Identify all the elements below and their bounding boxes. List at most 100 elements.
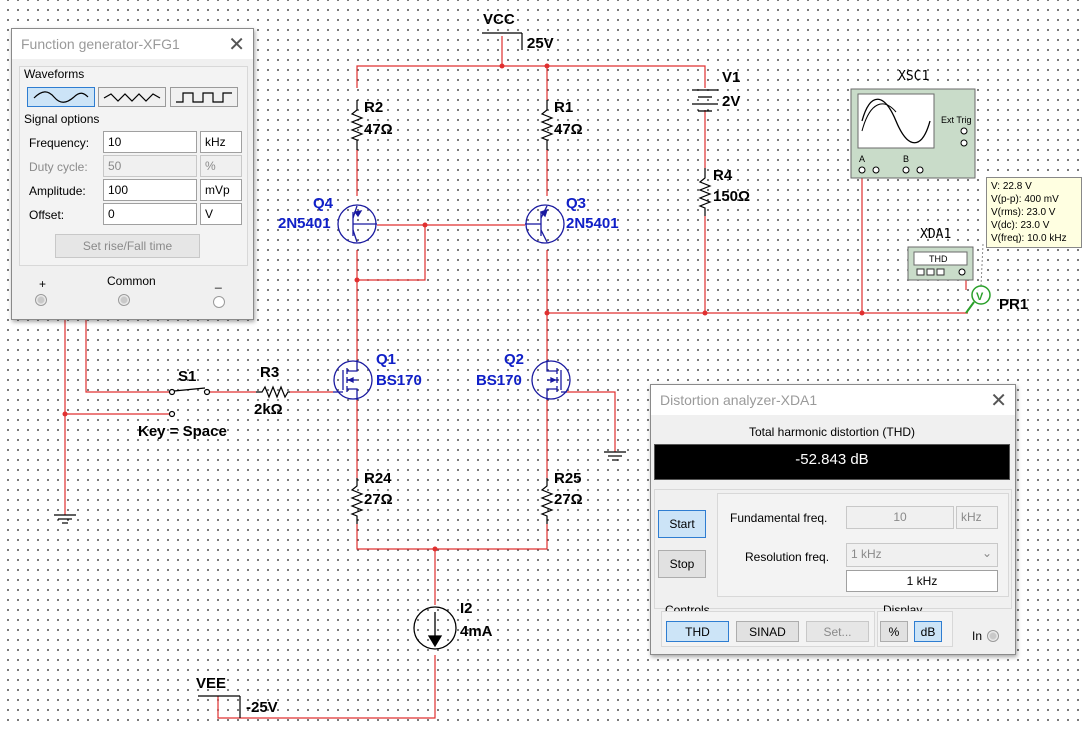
- fg-title-bar[interactable]: Function generator-XFG1 ✕: [12, 29, 253, 59]
- triangle-wave-button[interactable]: [98, 87, 166, 107]
- probe-icon[interactable]: V: [965, 243, 991, 314]
- fundamental-freq-unit[interactable]: kHz: [956, 506, 998, 529]
- input-terminal-label: In: [972, 629, 983, 643]
- s1-switch[interactable]: [168, 387, 211, 418]
- xsc1-oscilloscope[interactable]: [850, 88, 976, 179]
- sinad-mode-button[interactable]: SINAD: [736, 621, 799, 642]
- xsc1-channel-a: A: [859, 154, 865, 164]
- i2-value: 4mA: [460, 623, 493, 640]
- r4-name: R4: [713, 167, 733, 184]
- q1-model: BS170: [376, 372, 422, 389]
- r25-name: R25: [554, 470, 582, 487]
- resolution-freq-selected: 1 kHz: [851, 547, 882, 561]
- square-wave-icon: [176, 92, 232, 103]
- chevron-down-icon[interactable]: ⌄: [981, 546, 992, 560]
- resolution-freq-label: Resolution freq.: [745, 550, 830, 564]
- minus-terminal-label: _: [215, 275, 222, 289]
- offset-field[interactable]: 0: [103, 203, 197, 225]
- q3-model: 2N5401: [566, 215, 619, 232]
- r3-name: R3: [260, 364, 279, 381]
- set-rise-fall-button[interactable]: Set rise/Fall time: [55, 234, 200, 258]
- r2-name: R2: [364, 99, 383, 116]
- junction-dots: [62, 63, 865, 552]
- fg-title: Function generator-XFG1: [21, 36, 180, 52]
- vcc-symbol[interactable]: [482, 32, 523, 50]
- svg-text:V: V: [976, 291, 984, 303]
- amplitude-unit[interactable]: mVp: [200, 179, 242, 201]
- q4-name: Q4: [313, 195, 334, 212]
- da-title: Distortion analyzer-XDA1: [660, 392, 818, 408]
- duty-cycle-field[interactable]: 50: [103, 155, 197, 177]
- close-icon[interactable]: ✕: [228, 33, 245, 56]
- offset-unit[interactable]: V: [200, 203, 242, 225]
- function-generator-window[interactable]: Function generator-XFG1 ✕ Waveforms Sign…: [11, 28, 254, 320]
- duty-cycle-unit[interactable]: %: [200, 155, 242, 177]
- distortion-analyzer-window[interactable]: Distortion analyzer-XDA1 ✕ Total harmoni…: [650, 384, 1016, 655]
- square-wave-button[interactable]: [170, 87, 238, 107]
- q1-mosfet[interactable]: [333, 360, 373, 400]
- probe-name: PR1: [999, 296, 1028, 313]
- xda1-distortion-analyzer[interactable]: [907, 246, 974, 281]
- amplitude-field[interactable]: 100: [103, 179, 197, 201]
- q2-mosfet[interactable]: [531, 360, 571, 400]
- start-button[interactable]: Start: [658, 510, 706, 538]
- probe-tooltip: V: 22.8 V V(p-p): 400 mV V(rms): 23.0 V …: [986, 177, 1082, 248]
- r4-resistor[interactable]: [698, 168, 712, 216]
- vee-label: VEE: [196, 675, 226, 692]
- thd-mode-button[interactable]: THD: [666, 621, 729, 642]
- r1-resistor[interactable]: [540, 100, 554, 150]
- resolution-freq-value: 1 kHz: [846, 570, 998, 592]
- stop-button[interactable]: Stop: [658, 550, 706, 578]
- input-terminal[interactable]: [987, 630, 999, 642]
- r24-resistor[interactable]: [350, 478, 364, 524]
- resolution-freq-select[interactable]: 1 kHz ⌄: [846, 543, 998, 567]
- plus-terminal[interactable]: [35, 294, 47, 306]
- sine-wave-button[interactable]: [27, 87, 95, 107]
- xsc1-name: XSC1: [898, 69, 929, 84]
- fundamental-freq-field[interactable]: 10: [846, 506, 954, 529]
- probe-tooltip-line: V(rms): 23.0 V: [991, 207, 1056, 218]
- r4-value: 150Ω: [713, 188, 750, 205]
- r25-resistor[interactable]: [540, 478, 554, 524]
- probe-tooltip-line: V(dc): 23.0 V: [991, 220, 1050, 231]
- r3-value: 2kΩ: [254, 401, 283, 418]
- r24-value: 27Ω: [364, 491, 393, 508]
- i2-current-source[interactable]: [413, 606, 457, 650]
- set-button[interactable]: Set...: [806, 621, 869, 642]
- frequency-label: Frequency:: [29, 136, 90, 150]
- common-terminal-label: Common: [107, 274, 156, 288]
- vee-symbol[interactable]: [198, 695, 241, 718]
- xsc1-ext-trig: Ext Trig: [941, 115, 972, 125]
- da-title-bar[interactable]: Distortion analyzer-XDA1 ✕: [651, 385, 1015, 415]
- q4-transistor[interactable]: [337, 204, 377, 244]
- q4-model: 2N5401: [278, 215, 331, 232]
- xsc1-channel-b: B: [903, 154, 909, 164]
- ground-icon: [54, 514, 76, 524]
- thd-header: Total harmonic distortion (THD): [748, 425, 916, 439]
- minus-terminal[interactable]: [213, 296, 225, 308]
- i2-name: I2: [460, 600, 473, 617]
- wires: [64, 36, 968, 719]
- frequency-field[interactable]: 10: [103, 131, 197, 153]
- common-terminal[interactable]: [118, 294, 130, 306]
- percent-display-button[interactable]: %: [880, 621, 908, 642]
- v1-battery[interactable]: [692, 89, 718, 112]
- close-icon[interactable]: ✕: [990, 389, 1007, 412]
- v1-name: V1: [722, 69, 740, 86]
- r2-resistor[interactable]: [350, 100, 364, 150]
- q3-transistor[interactable]: [525, 204, 565, 244]
- s1-name: S1: [178, 368, 196, 385]
- r2-value: 47Ω: [364, 121, 393, 138]
- r3-resistor[interactable]: [256, 385, 290, 399]
- triangle-wave-icon: [103, 93, 161, 102]
- probe-tooltip-line: V(freq): 10.0 kHz: [991, 233, 1067, 244]
- frequency-unit[interactable]: kHz: [200, 131, 242, 153]
- db-display-button[interactable]: dB: [914, 621, 942, 642]
- plus-terminal-label: +: [39, 277, 47, 291]
- r25-value: 27Ω: [554, 491, 583, 508]
- r24-name: R24: [364, 470, 392, 487]
- probe-tooltip-line: V: 22.8 V: [991, 181, 1032, 192]
- q2-model: BS170: [476, 372, 522, 389]
- r1-name: R1: [554, 99, 573, 116]
